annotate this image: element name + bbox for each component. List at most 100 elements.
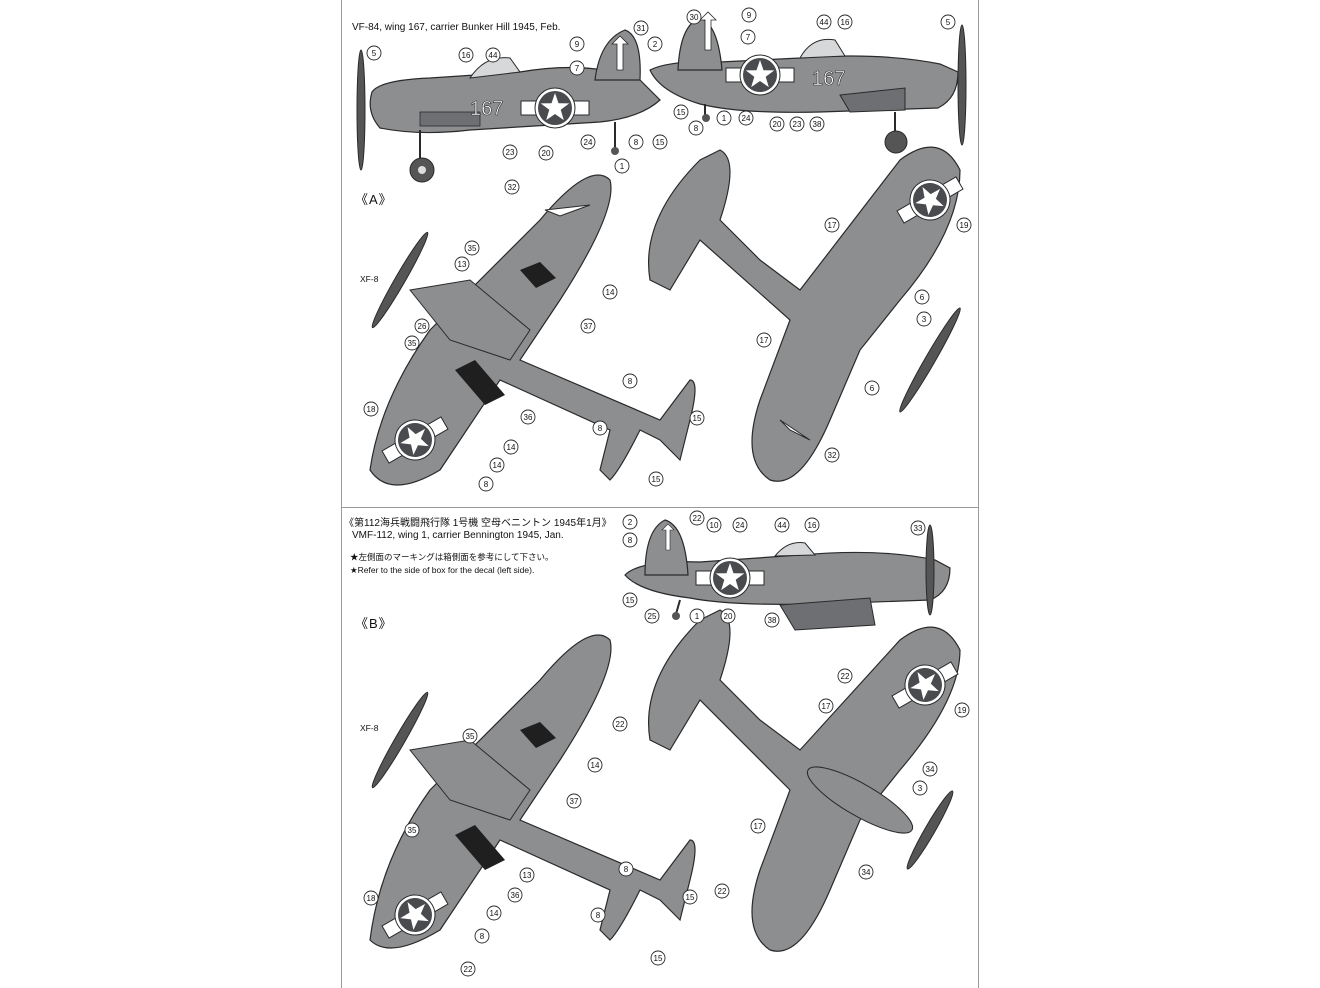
callout-6: 6	[914, 289, 930, 305]
callout-24: 24	[732, 517, 748, 533]
callout-8: 8	[688, 120, 704, 136]
callout-33: 33	[910, 520, 926, 536]
callout-17: 17	[756, 332, 772, 348]
svg-text:16: 16	[841, 18, 850, 27]
svg-text:1: 1	[620, 162, 625, 171]
callout-8: 8	[618, 861, 634, 877]
callout-34: 34	[858, 864, 874, 880]
callout-15: 15	[652, 134, 668, 150]
svg-text:17: 17	[828, 221, 837, 230]
callout-15: 15	[622, 592, 638, 608]
svg-text:32: 32	[828, 451, 837, 460]
callout-20: 20	[769, 116, 785, 132]
svg-text:35: 35	[468, 244, 477, 253]
section-divider	[341, 507, 978, 508]
callout-36: 36	[520, 409, 536, 425]
svg-text:2: 2	[653, 40, 658, 49]
callout-14: 14	[486, 905, 502, 921]
callout-44: 44	[774, 517, 790, 533]
callout-6: 6	[864, 380, 880, 396]
svg-text:5: 5	[372, 49, 377, 58]
callout-7: 7	[569, 60, 585, 76]
svg-text:23: 23	[793, 120, 802, 129]
callout-31: 31	[633, 20, 649, 36]
svg-text:5: 5	[946, 18, 951, 27]
callout-15: 15	[673, 104, 689, 120]
svg-text:1: 1	[722, 114, 727, 123]
callout-34: 34	[922, 761, 938, 777]
callout-7: 7	[740, 29, 756, 45]
svg-text:35: 35	[408, 339, 417, 348]
callout-8: 8	[478, 476, 494, 492]
callout-15: 15	[648, 471, 664, 487]
callout-37: 37	[566, 793, 582, 809]
callout-38: 38	[764, 612, 780, 628]
svg-text:16: 16	[808, 521, 817, 530]
callout-8: 8	[592, 420, 608, 436]
svg-text:13: 13	[458, 260, 467, 269]
svg-text:8: 8	[484, 480, 489, 489]
svg-text:35: 35	[466, 732, 475, 741]
callout-10: 10	[706, 517, 722, 533]
callout-37: 37	[580, 318, 596, 334]
callout-15: 15	[689, 410, 705, 426]
svg-text:22: 22	[841, 672, 850, 681]
callout-17: 17	[818, 698, 834, 714]
svg-text:20: 20	[724, 612, 733, 621]
svg-text:37: 37	[570, 797, 579, 806]
svg-text:23: 23	[506, 148, 515, 157]
svg-text:38: 38	[813, 120, 822, 129]
section-a-caption: VF-84, wing 167, carrier Bunker Hill 194…	[352, 22, 561, 33]
callout-38: 38	[809, 116, 825, 132]
callout-24: 24	[738, 110, 754, 126]
svg-text:32: 32	[508, 183, 517, 192]
callout-8: 8	[622, 373, 638, 389]
callout-2: 2	[622, 514, 638, 530]
svg-text:34: 34	[862, 868, 871, 877]
svg-text:2: 2	[628, 518, 633, 527]
callout-13: 13	[519, 867, 535, 883]
svg-text:167: 167	[470, 98, 503, 120]
callout-9: 9	[569, 36, 585, 52]
frame-right-border	[978, 0, 979, 988]
callout-1: 1	[689, 608, 705, 624]
svg-text:16: 16	[462, 51, 471, 60]
section-b-droptank-label: XF-8	[360, 723, 379, 733]
svg-text:36: 36	[511, 891, 520, 900]
svg-text:8: 8	[480, 932, 485, 941]
callout-13: 13	[454, 256, 470, 272]
svg-text:44: 44	[820, 18, 829, 27]
svg-text:33: 33	[914, 524, 923, 533]
callout-8: 8	[622, 532, 638, 548]
callout-22: 22	[837, 668, 853, 684]
svg-text:14: 14	[507, 443, 516, 452]
callout-16: 16	[837, 14, 853, 30]
svg-text:3: 3	[918, 784, 923, 793]
callout-22: 22	[612, 716, 628, 732]
svg-text:19: 19	[960, 221, 969, 230]
svg-text:35: 35	[408, 826, 417, 835]
svg-text:13: 13	[523, 871, 532, 880]
svg-text:18: 18	[367, 405, 376, 414]
callout-22: 22	[689, 510, 705, 526]
svg-text:31: 31	[637, 24, 646, 33]
svg-text:22: 22	[718, 887, 727, 896]
svg-text:14: 14	[591, 761, 600, 770]
callout-19: 19	[954, 702, 970, 718]
callout-36: 36	[507, 887, 523, 903]
callout-19: 19	[956, 217, 972, 233]
callout-32: 32	[824, 447, 840, 463]
svg-text:6: 6	[920, 293, 925, 302]
svg-text:36: 36	[524, 413, 533, 422]
callout-20: 20	[538, 145, 554, 161]
section-b-bottom-view	[648, 609, 965, 952]
callout-15: 15	[650, 950, 666, 966]
svg-text:44: 44	[489, 51, 498, 60]
svg-text:17: 17	[754, 822, 763, 831]
svg-text:8: 8	[628, 377, 633, 386]
callout-14: 14	[602, 284, 618, 300]
callout-30: 30	[686, 9, 702, 25]
